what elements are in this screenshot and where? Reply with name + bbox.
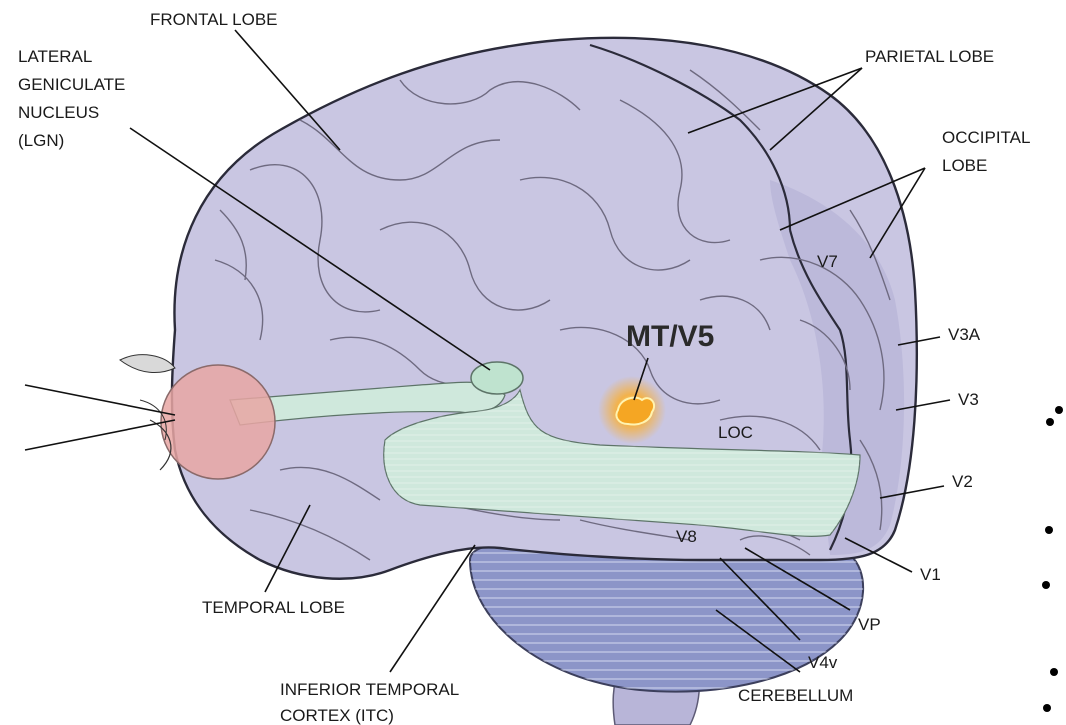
label-occipital-lobe: OCCIPITAL LOBE [942, 128, 1030, 175]
lgn-nucleus [471, 362, 523, 394]
label-parietal-lobe: PARIETAL LOBE [865, 47, 994, 66]
label-itc: INFERIOR TEMPORAL CORTEX (ITC) [280, 680, 459, 725]
label-v3: V3 [958, 390, 979, 409]
cerebellum [470, 545, 863, 692]
label-v3a: V3A [948, 325, 981, 344]
leader-eye-top [25, 385, 175, 415]
leader-eye-bottom [25, 420, 175, 450]
label-frontal-lobe: FRONTAL LOBE [150, 10, 278, 29]
svg-text:INFERIOR TEMPORAL: INFERIOR TEMPORAL [280, 680, 459, 699]
label-v4v: V4v [808, 653, 838, 672]
label-mt-v5: MT/V5 [626, 320, 714, 353]
svg-text:(LGN): (LGN) [18, 131, 64, 150]
svg-text:GENICULATE: GENICULATE [18, 75, 125, 94]
margin-dots [1042, 406, 1063, 712]
mt-v5-hotspot [598, 376, 666, 444]
label-loc: LOC [718, 423, 753, 442]
svg-text:OCCIPITAL: OCCIPITAL [942, 128, 1030, 147]
label-v2: V2 [952, 472, 973, 491]
svg-text:NUCLEUS: NUCLEUS [18, 103, 99, 122]
label-temporal-lobe: TEMPORAL LOBE [202, 598, 345, 617]
label-vp: VP [858, 615, 881, 634]
label-lgn: LATERAL GENICULATE NUCLEUS (LGN) [18, 47, 125, 150]
svg-text:CORTEX (ITC): CORTEX (ITC) [280, 706, 394, 725]
label-v1: V1 [920, 565, 941, 584]
svg-text:LOBE: LOBE [942, 156, 987, 175]
label-cerebellum: CEREBELLUM [738, 686, 853, 705]
label-v7: V7 [817, 252, 838, 271]
svg-text:LATERAL: LATERAL [18, 47, 92, 66]
label-v8: V8 [676, 527, 697, 546]
